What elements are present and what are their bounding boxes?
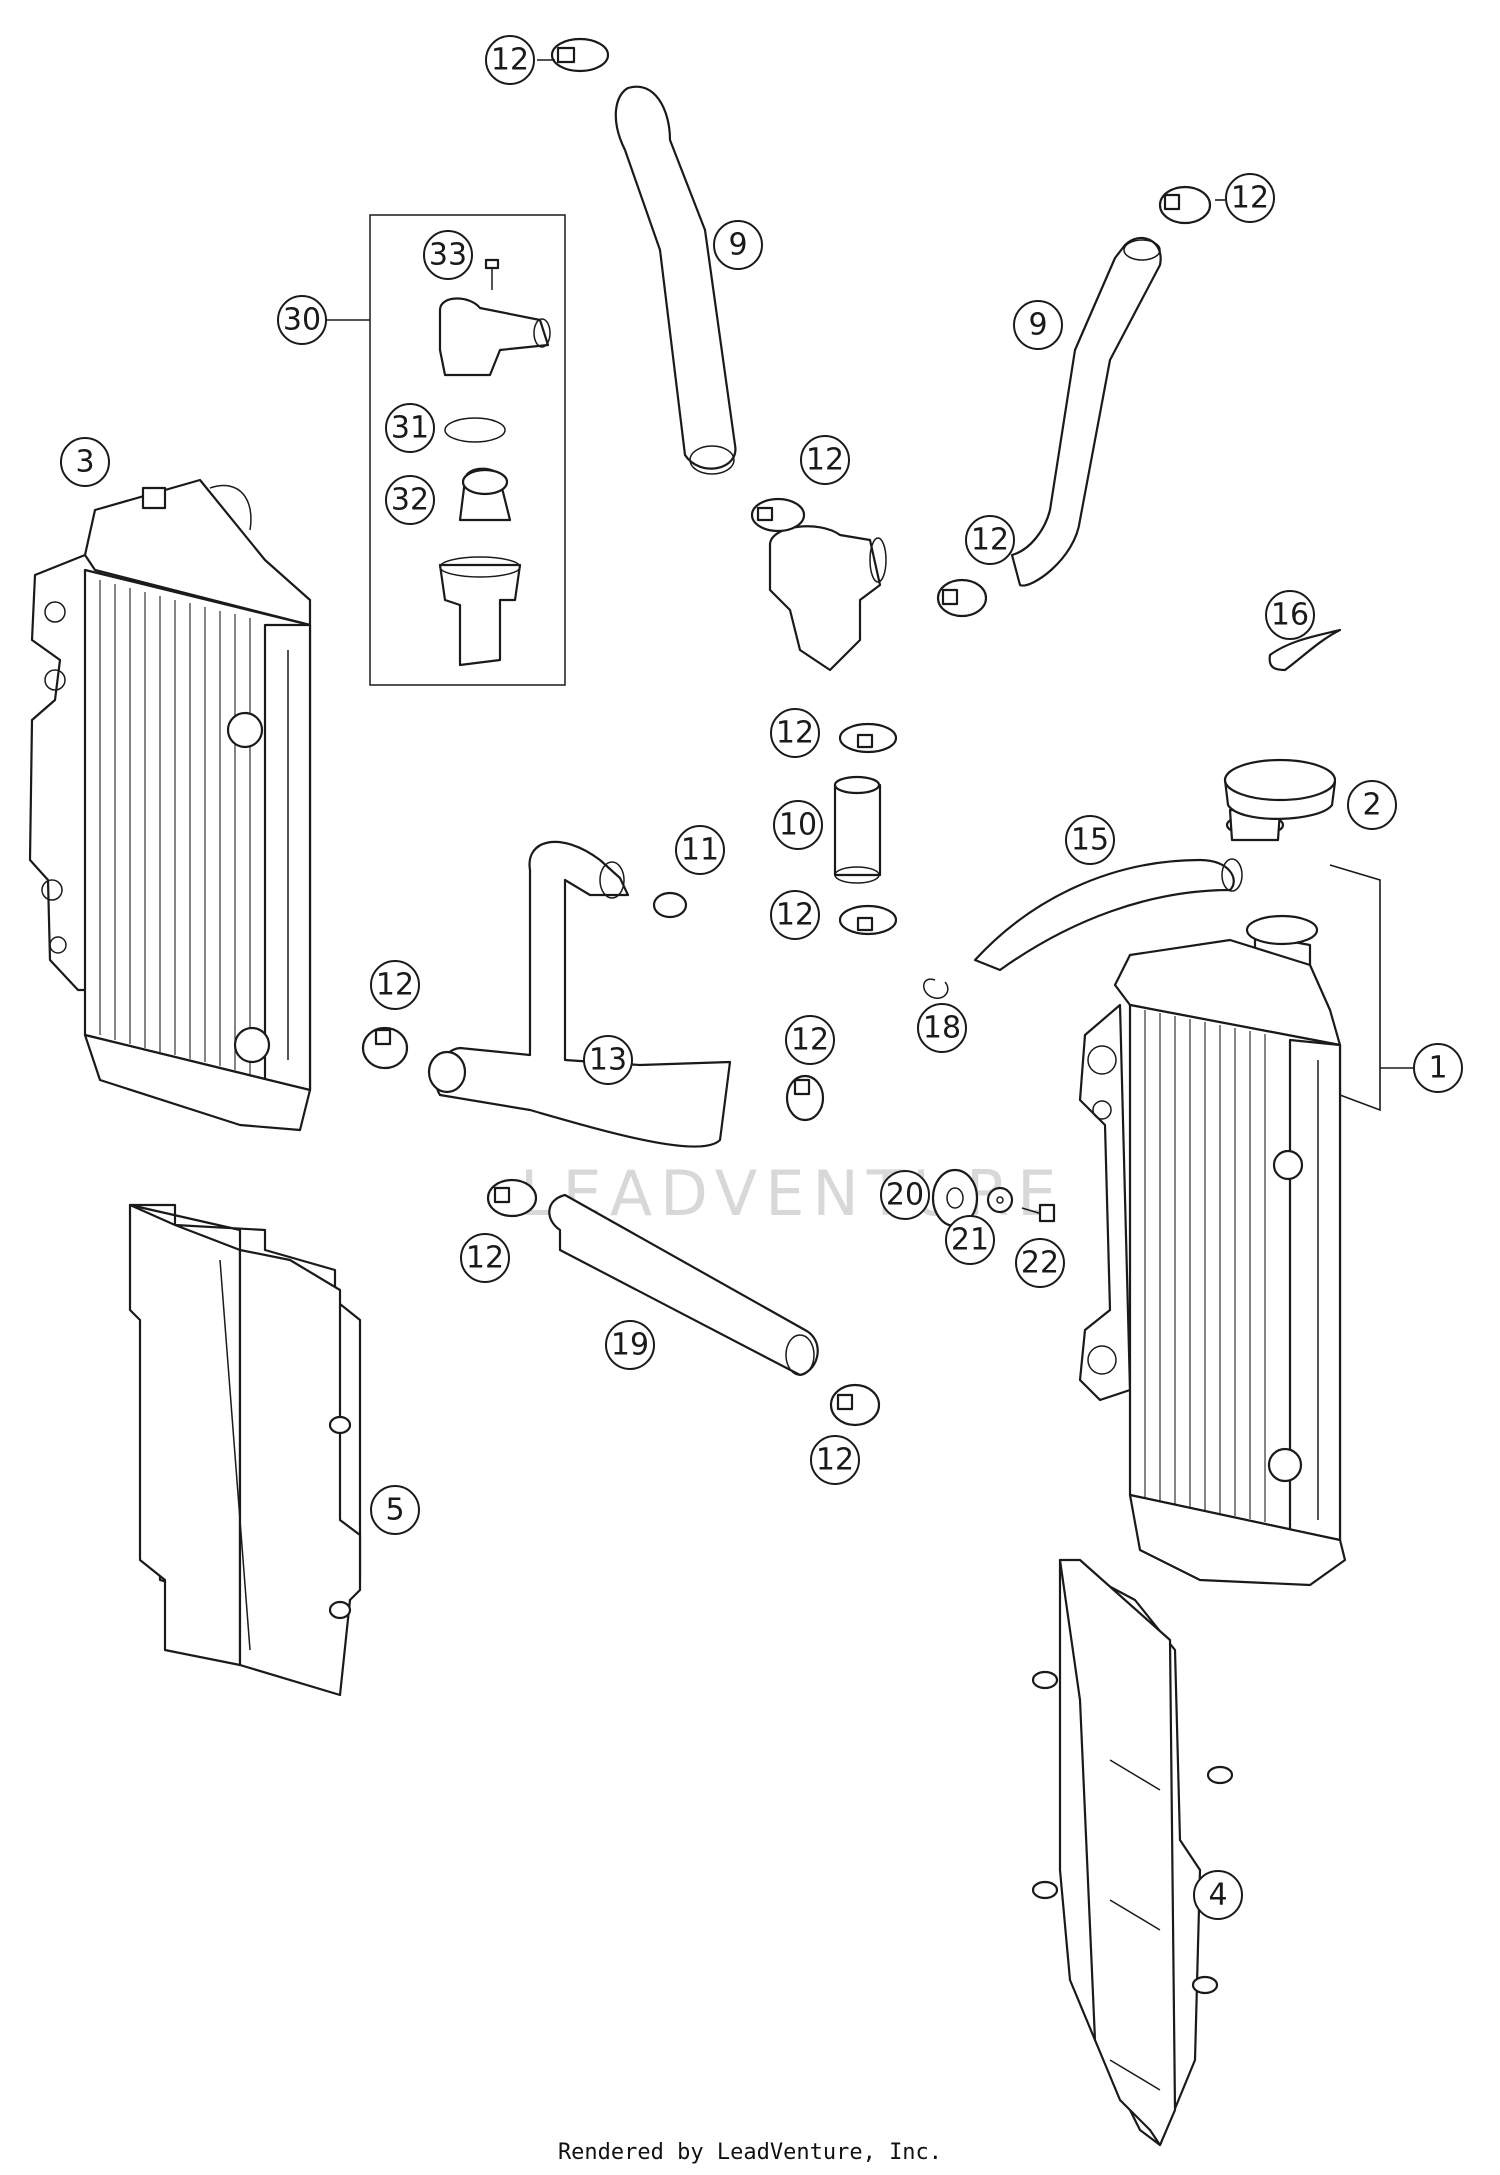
svg-text:30: 30 [283, 303, 321, 338]
hose-clamp [550, 37, 610, 73]
bolt-22 [1021, 1203, 1056, 1223]
hose-clamp [838, 722, 898, 754]
callout-16: 16 [1265, 590, 1315, 640]
svg-text:5: 5 [385, 1493, 404, 1528]
hose-clamp [361, 1026, 409, 1070]
callout-20: 20 [880, 1170, 930, 1220]
callout-2: 2 [1347, 780, 1397, 830]
left-radiator [28, 478, 312, 1132]
callout-18: 18 [917, 1003, 967, 1053]
hose-10 [833, 775, 882, 884]
callout-12: 12 [485, 35, 555, 85]
svg-text:9: 9 [728, 228, 747, 263]
callout-12: 12 [965, 515, 1015, 565]
svg-text:12: 12 [806, 443, 844, 478]
callout-12: 12 [785, 1015, 835, 1065]
svg-text:16: 16 [1271, 598, 1309, 633]
hose-9-right [1010, 236, 1162, 587]
hose-9-left [614, 85, 737, 470]
hose-clamp [829, 1383, 881, 1427]
callout-19: 19 [605, 1320, 655, 1370]
svg-text:19: 19 [611, 1328, 649, 1363]
svg-text:10: 10 [779, 808, 817, 843]
callout-12: 12 [770, 708, 820, 758]
right-radiator [1078, 914, 1347, 1587]
callout-12: 12 [770, 890, 820, 940]
callout-32: 32 [385, 475, 435, 525]
callout-12: 12 [800, 435, 850, 485]
right-radiator-fins [1144, 1010, 1266, 1522]
callout-30: 30 [277, 295, 370, 345]
shroud-4 [1031, 1558, 1234, 2147]
footer-credit: Rendered by LeadVenture, Inc. [557, 2140, 943, 2165]
svg-text:18: 18 [923, 1011, 961, 1046]
callout-22: 22 [1015, 1238, 1065, 1288]
callout-33: 33 [423, 230, 473, 280]
svg-text:32: 32 [391, 483, 429, 518]
callout-3: 3 [60, 437, 110, 487]
callout-15: 15 [1065, 815, 1115, 865]
callout-21: 21 [945, 1215, 995, 1265]
svg-text:3: 3 [75, 445, 94, 480]
hose-13 [427, 840, 732, 1148]
clip-16 [1268, 628, 1342, 672]
callout-13: 13 [583, 1035, 633, 1085]
svg-text:4: 4 [1208, 1878, 1227, 1913]
hose-19 [548, 1193, 819, 1377]
svg-text:12: 12 [491, 43, 529, 78]
svg-text:33: 33 [429, 238, 467, 273]
svg-text:11: 11 [681, 833, 719, 868]
svg-text:12: 12 [376, 968, 414, 1003]
shroud-5 [128, 1203, 362, 1697]
radiator-cap [1223, 758, 1337, 842]
hose-15 [973, 858, 1243, 972]
water-pump [768, 525, 887, 672]
callout-10: 10 [773, 800, 823, 850]
svg-text:13: 13 [589, 1043, 627, 1078]
svg-text:12: 12 [971, 523, 1009, 558]
hose-clamp [838, 904, 898, 936]
callout-4: 4 [1193, 1870, 1243, 1920]
hose-clamp [1158, 185, 1212, 225]
thermostat-kit [369, 214, 566, 686]
svg-text:21: 21 [951, 1223, 989, 1258]
svg-text:12: 12 [816, 1443, 854, 1478]
hose-clamp [936, 578, 988, 618]
callout-11: 11 [675, 825, 725, 875]
svg-text:15: 15 [1071, 823, 1109, 858]
svg-text:12: 12 [1231, 181, 1269, 216]
callout-31: 31 [385, 403, 435, 453]
svg-text:9: 9 [1028, 308, 1047, 343]
svg-text:12: 12 [466, 1241, 504, 1276]
callout-12: 12 [370, 960, 420, 1010]
left-radiator-fins [99, 580, 251, 1074]
callout-9: 9 [713, 220, 763, 270]
svg-text:12: 12 [791, 1023, 829, 1058]
small-clamp-11 [652, 891, 688, 919]
hose-clamp [785, 1074, 825, 1122]
svg-text:12: 12 [776, 716, 814, 751]
callout-9: 9 [1013, 300, 1063, 350]
callout-12: 12 [1215, 173, 1275, 223]
hose-clamp [486, 1178, 538, 1218]
callout-5: 5 [370, 1485, 420, 1535]
svg-text:12: 12 [776, 898, 814, 933]
svg-text:1: 1 [1428, 1051, 1447, 1086]
clip-18 [923, 978, 949, 999]
svg-text:20: 20 [886, 1178, 924, 1213]
washer-21 [986, 1186, 1014, 1214]
bracket-line [1329, 864, 1381, 1112]
svg-text:2: 2 [1362, 788, 1381, 823]
svg-text:22: 22 [1021, 1246, 1059, 1281]
svg-text:31: 31 [391, 411, 429, 446]
callout-12: 12 [460, 1233, 510, 1283]
callout-12: 12 [810, 1435, 860, 1485]
callout-1: 1 [1380, 1043, 1463, 1093]
hose-clamp [750, 497, 806, 533]
